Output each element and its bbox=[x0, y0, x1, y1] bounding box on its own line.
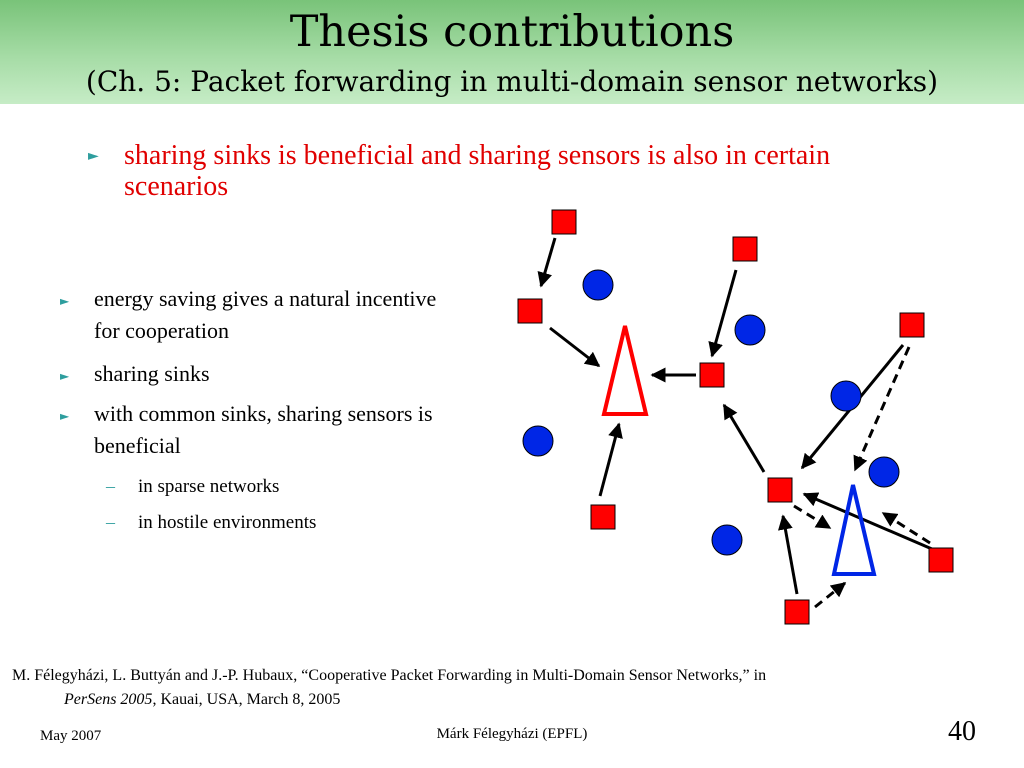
blue-node bbox=[522, 425, 554, 457]
sink-blue-triangle bbox=[831, 484, 877, 576]
blue-node bbox=[582, 269, 614, 301]
arrow bbox=[598, 422, 623, 497]
bullet-marker: ► bbox=[60, 409, 70, 423]
blue-node bbox=[711, 524, 743, 556]
arrow bbox=[778, 514, 799, 595]
bullet-sharing-sinks: sharing sinks bbox=[94, 361, 210, 386]
blue-node bbox=[734, 314, 766, 346]
red-node bbox=[784, 599, 810, 625]
red-node bbox=[899, 312, 925, 338]
solid-arrows bbox=[537, 237, 933, 595]
blue-nodes bbox=[522, 269, 900, 556]
red-node bbox=[590, 504, 616, 530]
red-nodes bbox=[517, 209, 954, 625]
red-node bbox=[699, 362, 725, 388]
bullet-common-sinks: with common sinks, sharing sensors is be… bbox=[94, 401, 433, 458]
bullet-energy-saving: energy saving gives a natural incentive … bbox=[94, 286, 437, 343]
citation-details: , Kauai, USA, March 8, 2005 bbox=[152, 691, 341, 708]
citation-authors: M. Félegyházi, L. Buttyán and J.-P. Huba… bbox=[12, 667, 767, 684]
sub-bullet-hostile: in hostile environments bbox=[138, 512, 317, 533]
title-bar bbox=[0, 0, 1024, 104]
bullet-marker: ► bbox=[60, 369, 70, 383]
dashed-arrow bbox=[881, 511, 931, 545]
footer-author: Márk Félegyházi (EPFL) bbox=[436, 726, 588, 742]
red-node bbox=[767, 477, 793, 503]
arrow bbox=[708, 269, 738, 358]
dashed-arrow bbox=[853, 346, 911, 472]
red-node bbox=[551, 209, 577, 235]
arrow bbox=[802, 492, 933, 551]
dashed-arrows bbox=[793, 346, 931, 609]
page-number: 40 bbox=[948, 716, 976, 747]
blue-node bbox=[868, 456, 900, 488]
arrow bbox=[722, 403, 766, 473]
bullet-marker: ► bbox=[60, 294, 70, 308]
slide-subtitle: (Ch. 5: Packet forwarding in multi-domai… bbox=[85, 65, 939, 98]
citation: M. Félegyházi, L. Buttyán and J.-P. Huba… bbox=[12, 664, 1012, 712]
slide-title: Thesis contributions bbox=[289, 7, 735, 57]
sub-bullet-sparse: in sparse networks bbox=[138, 476, 280, 497]
red-node bbox=[517, 298, 543, 324]
citation-venue: PerSens 2005 bbox=[64, 691, 153, 708]
dashed-arrow bbox=[814, 581, 847, 609]
sub-bullet-marker: – bbox=[106, 512, 115, 532]
bullet-marker: ► bbox=[88, 148, 99, 164]
footer-date: May 2007 bbox=[40, 728, 102, 744]
arrow bbox=[537, 237, 557, 288]
sub-bullet-marker: – bbox=[106, 476, 115, 496]
arrow bbox=[549, 326, 601, 368]
citation-line2: PerSens 2005, Kauai, USA, March 8, 2005 bbox=[12, 688, 1012, 712]
dashed-arrow bbox=[793, 504, 832, 530]
sink-red-triangle bbox=[601, 325, 649, 416]
red-node bbox=[732, 236, 758, 262]
red-node bbox=[928, 547, 954, 573]
blue-node bbox=[830, 380, 862, 412]
highlight-text: sharing sinks is beneficial and sharing … bbox=[124, 140, 831, 202]
